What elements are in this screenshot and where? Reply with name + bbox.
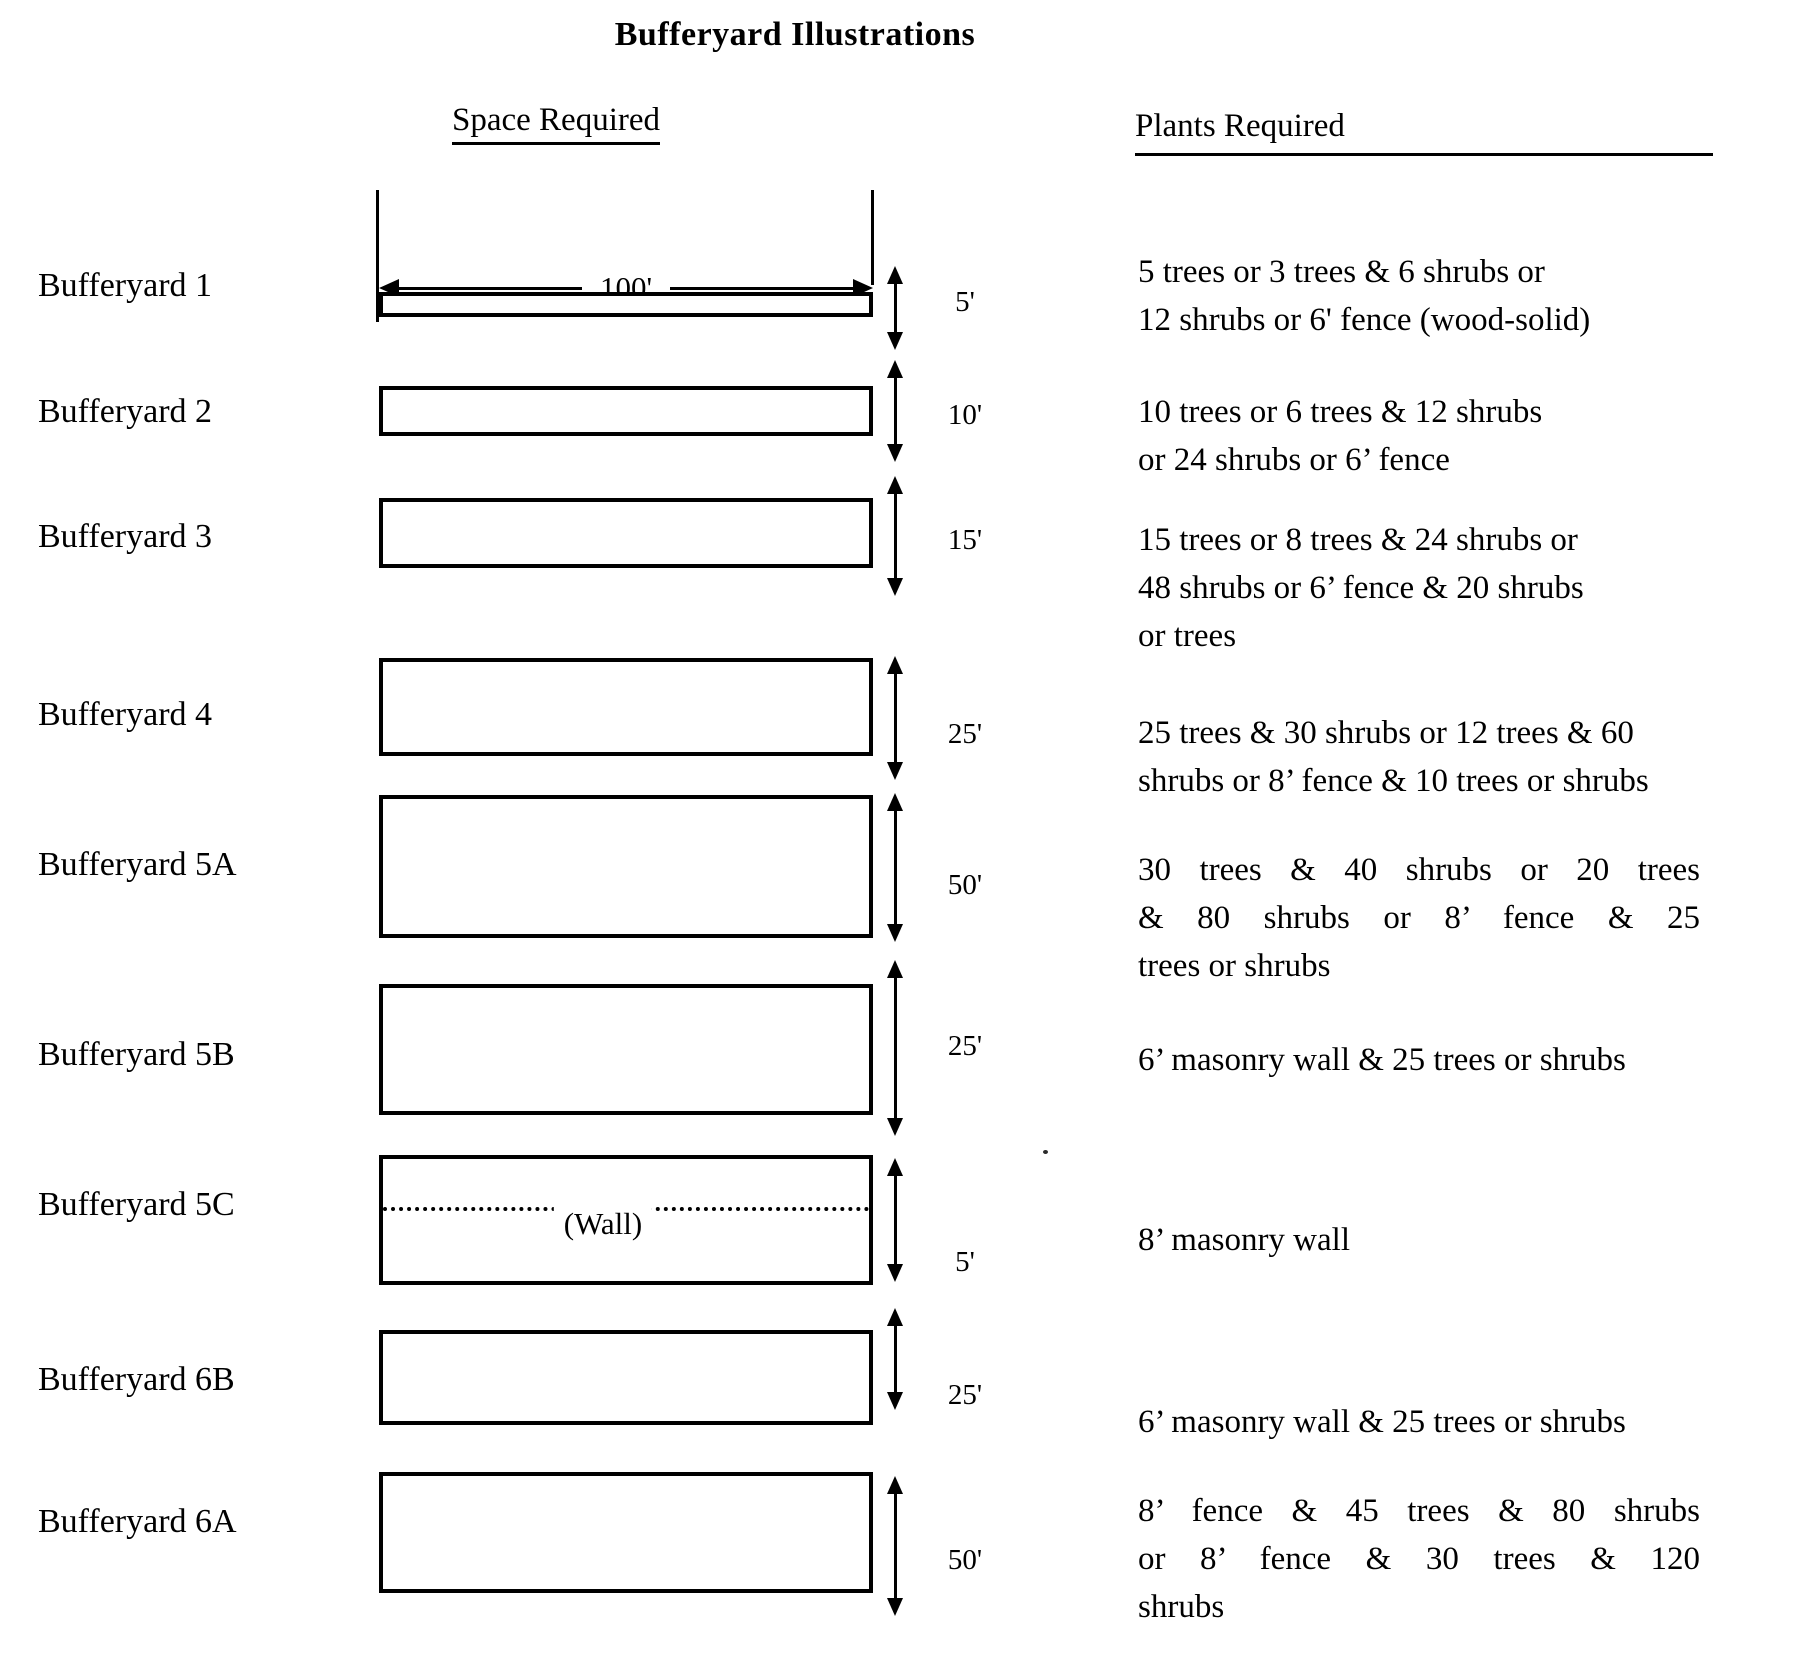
plants-line: 15 trees or 8 trees & 24 shrubs or: [1138, 522, 1578, 558]
arrowhead-down-icon: [887, 332, 903, 350]
depth-label: 10': [947, 399, 983, 431]
depth-arrow: [887, 656, 903, 780]
depth-arrow: [887, 360, 903, 462]
arrowhead-up-icon: [887, 1158, 903, 1176]
plants-line: 30 trees & 40 shrubs or 20 trees: [1138, 852, 1700, 888]
arrowhead-up-icon: [887, 793, 903, 811]
space-rectangle: [379, 658, 873, 756]
row-label: Bufferyard 2: [38, 393, 213, 430]
arrowhead-down-icon: [887, 924, 903, 942]
plants-required-text: 15 trees or 8 trees & 24 shrubs or 48 sh…: [1138, 516, 1716, 660]
arrow-line: [893, 284, 897, 332]
plants-line: 48 shrubs or 6’ fence & 20 shrubs: [1138, 570, 1584, 606]
depth-arrow: [887, 266, 903, 350]
dimension-tick-right: [871, 190, 874, 285]
arrow-line: [893, 494, 897, 578]
plants-required-text: 6’ masonry wall & 25 trees or shrubs: [1138, 1398, 1716, 1446]
arrowhead-up-icon: [887, 266, 903, 284]
depth-arrow: [887, 960, 903, 1136]
plants-line: or trees: [1138, 618, 1237, 654]
plants-line: or 8’ fence & 30 trees & 120: [1138, 1541, 1700, 1577]
arrowhead-up-icon: [887, 656, 903, 674]
arrowhead-up-icon: [887, 476, 903, 494]
plants-line: trees or shrubs: [1138, 948, 1331, 984]
depth-label: 25': [947, 1379, 983, 1411]
space-rectangle: [379, 1472, 873, 1593]
arrow-line: [893, 811, 897, 924]
plants-line: 12 shrubs or 6' fence (wood-solid): [1138, 302, 1591, 338]
row-label: Bufferyard 1: [38, 267, 213, 304]
space-rectangle: [379, 984, 873, 1115]
arrowhead-down-icon: [887, 1264, 903, 1282]
row-label: Bufferyard 5A: [38, 846, 237, 883]
dimension-tick-left: [376, 190, 379, 322]
arrowhead-up-icon: [887, 960, 903, 978]
depth-label: 50': [947, 1544, 983, 1576]
arrowhead-up-icon: [887, 1308, 903, 1326]
page-title: Bufferyard Illustrations: [614, 16, 976, 53]
depth-arrow: [887, 476, 903, 596]
arrowhead-down-icon: [887, 1598, 903, 1616]
plants-line: 6’ masonry wall & 25 trees or shrubs: [1138, 1404, 1626, 1440]
arrow-line: [893, 1176, 897, 1264]
dimension-line: [670, 286, 853, 290]
row-label: Bufferyard 6A: [38, 1503, 237, 1540]
depth-arrow: [887, 1308, 903, 1410]
plants-line: 6’ masonry wall & 25 trees or shrubs: [1138, 1042, 1626, 1078]
plants-required-text: 6’ masonry wall & 25 trees or shrubs: [1138, 1036, 1716, 1084]
arrowhead-down-icon: [887, 578, 903, 596]
arrowhead-down-icon: [887, 1118, 903, 1136]
row-label: Bufferyard 5B: [38, 1036, 235, 1073]
plants-line: shrubs or 8’ fence & 10 trees or shrubs: [1138, 763, 1649, 799]
depth-arrow: [887, 793, 903, 942]
depth-label: 5': [955, 286, 975, 318]
row-label: Bufferyard 6B: [38, 1361, 235, 1398]
arrow-line: [893, 378, 897, 444]
space-rectangle: [379, 386, 873, 436]
space-rectangle: [379, 292, 873, 317]
depth-arrow: [887, 1158, 903, 1282]
arrowhead-down-icon: [887, 444, 903, 462]
plants-required-text: 25 trees & 30 shrubs or 12 trees & 60 sh…: [1138, 709, 1716, 805]
dimension-line: [399, 286, 582, 290]
arrowhead-up-icon: [887, 360, 903, 378]
depth-label: 5': [955, 1246, 975, 1278]
arrow-line: [893, 674, 897, 762]
scan-speck: [1043, 1150, 1048, 1154]
plants-line: 5 trees or 3 trees & 6 shrubs or: [1138, 254, 1545, 290]
plants-line: 8’ fence & 45 trees & 80 shrubs: [1138, 1493, 1700, 1529]
row-label: Bufferyard 3: [38, 518, 213, 555]
plants-required-text: 8’ masonry wall: [1138, 1216, 1716, 1264]
depth-label: 15': [947, 524, 983, 556]
plants-line: 10 trees or 6 trees & 12 shrubs: [1138, 394, 1543, 430]
plants-required-text: 8’ fence & 45 trees & 80 shrubs or 8’ fe…: [1138, 1487, 1716, 1631]
row-label: Bufferyard 4: [38, 696, 213, 733]
arrowhead-up-icon: [887, 1476, 903, 1494]
plants-required-text: 5 trees or 3 trees & 6 shrubs or 12 shru…: [1138, 248, 1716, 344]
arrowhead-down-icon: [887, 762, 903, 780]
plants-line: shrubs: [1138, 1589, 1225, 1625]
depth-label: 25': [947, 1030, 983, 1062]
arrow-line: [893, 1326, 897, 1392]
arrowhead-down-icon: [887, 1392, 903, 1410]
depth-label: 50': [947, 869, 983, 901]
plants-line: 8’ masonry wall: [1138, 1222, 1351, 1258]
column-header-space-required: Space Required: [452, 102, 661, 145]
arrow-line: [893, 1494, 897, 1598]
column-header-plants-required: Plants Required: [1135, 102, 1713, 156]
plants-line: & 80 shrubs or 8’ fence & 25: [1138, 900, 1700, 936]
depth-arrow: [887, 1476, 903, 1616]
plants-required-text: 10 trees or 6 trees & 12 shrubs or 24 sh…: [1138, 388, 1716, 484]
space-rectangle: [379, 1330, 873, 1425]
plants-line: or 24 shrubs or 6’ fence: [1138, 442, 1450, 478]
wall-note: (Wall): [553, 1206, 653, 1242]
space-rectangle: [379, 795, 873, 938]
arrow-line: [893, 978, 897, 1118]
plants-line: 25 trees & 30 shrubs or 12 trees & 60: [1138, 715, 1634, 751]
row-label: Bufferyard 5C: [38, 1186, 235, 1223]
plants-required-text: 30 trees & 40 shrubs or 20 trees & 80 sh…: [1138, 846, 1716, 990]
space-rectangle: [379, 498, 873, 568]
depth-label: 25': [947, 718, 983, 750]
